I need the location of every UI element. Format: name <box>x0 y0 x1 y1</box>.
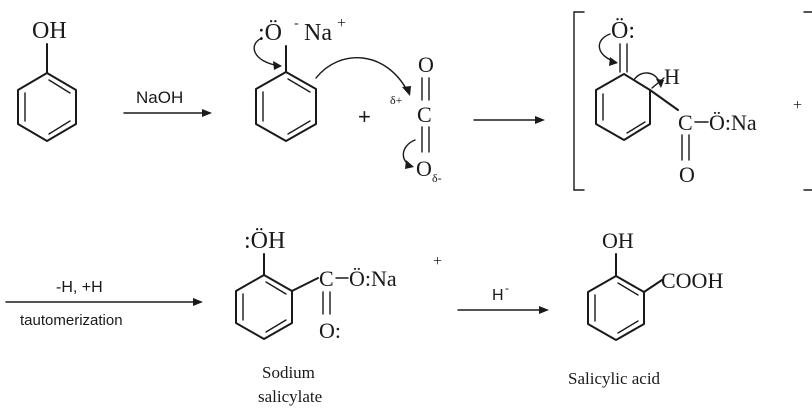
plus-sign: + <box>358 104 371 129</box>
phenol-structure: OH <box>17 18 77 142</box>
phenoxide-charge: - <box>294 16 299 31</box>
intermediate-plus: + <box>793 97 802 114</box>
carbon-dioxide-structure: O δ+ C O δ- <box>390 52 442 185</box>
co2-delta-minus: δ- <box>432 171 442 185</box>
co2-o-top: O <box>418 52 434 77</box>
salicylic-oh-label: OH <box>602 228 634 253</box>
phenoxide-o-label: :Ö <box>258 20 282 46</box>
salicylate-c-label: C <box>319 266 334 291</box>
intermediate-o-na: Ö:Na <box>709 110 757 135</box>
salicylate-ring <box>235 274 293 340</box>
phenoxide-structure: :Ö - Na + <box>253 15 411 142</box>
salicylate-o-na: Ö:Na <box>349 266 397 291</box>
intermediate-o-bottom: O <box>679 162 695 187</box>
phenol-ring <box>17 72 77 142</box>
phenoxide-ring <box>255 71 317 142</box>
svg-text:-: - <box>505 281 509 295</box>
phenol-oh-label: OH <box>32 18 67 44</box>
co2-o-bottom: O <box>416 156 432 181</box>
salicylate-name-line2: salicylate <box>258 387 322 406</box>
salicylic-acid-name: Salicylic acid <box>568 369 661 388</box>
salicylate-o-bottom: O: <box>319 318 341 343</box>
intermediate-ring <box>595 73 651 141</box>
salicylic-cooh-label: COOH <box>661 268 723 293</box>
phenoxide-na-plus: + <box>337 15 346 32</box>
acidification-arrow: H - <box>457 281 549 314</box>
tautomerization-arrow: -H, +H tautomerization <box>5 279 203 329</box>
salicylic-acid-structure: OH COOH Salicylic acid <box>568 228 723 388</box>
salicylate-name-line1: Sodium <box>262 363 315 382</box>
co2-delta-plus: δ+ <box>390 93 403 107</box>
co2-c: C <box>417 102 432 127</box>
naoh-reagent-label: NaOH <box>136 88 183 107</box>
salicylate-plus: + <box>433 253 442 270</box>
acidification-reagent: H <box>492 287 504 304</box>
tautomerization-reagent-above: -H, +H <box>56 279 103 296</box>
intermediate-h-label: H <box>664 64 680 89</box>
intermediate-structure: Ö: H C Ö:Na + O <box>573 11 812 191</box>
tautomerization-label: tautomerization <box>20 312 123 329</box>
intermediate-c-label: C <box>678 110 693 135</box>
sodium-salicylate-structure: :ÖH C Ö:Na + O: Sodium salicylate <box>235 228 442 406</box>
ketone-o-label: Ö: <box>611 18 635 44</box>
phenoxide-na-label: Na <box>304 20 332 46</box>
naoh-arrow: NaOH <box>123 88 212 117</box>
bracket-left <box>573 11 585 191</box>
salicylate-oh-label: :ÖH <box>244 228 285 254</box>
salicylic-ring <box>587 275 645 341</box>
